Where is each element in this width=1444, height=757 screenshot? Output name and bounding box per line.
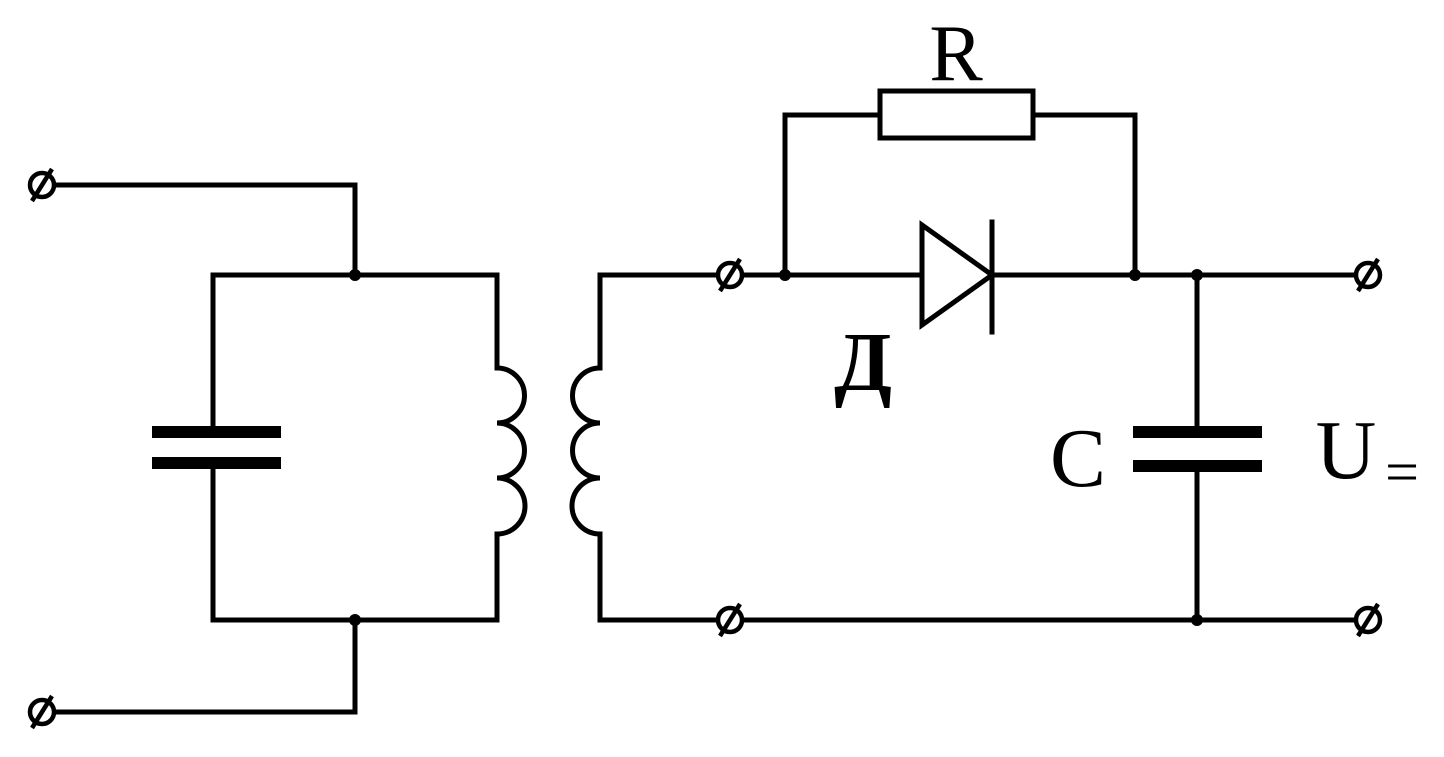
resistor-right-wire	[1030, 112, 1138, 278]
output-voltage-subscript: =	[1385, 439, 1419, 505]
diode	[919, 219, 997, 335]
terminal-rectifier-in-top	[715, 257, 745, 293]
input-lead-bottom	[39, 617, 358, 715]
terminal-rectifier-in-bottom	[715, 602, 745, 638]
junction-dot	[779, 269, 791, 281]
terminal-input-bottom	[27, 694, 57, 730]
diode-label: Д	[834, 316, 892, 409]
input-lead-top	[39, 182, 358, 278]
primary-coil	[494, 365, 528, 537]
smoothing-capacitor	[1133, 426, 1262, 472]
resistor	[877, 88, 1036, 141]
terminal-output-bottom	[1353, 602, 1383, 638]
junction-dot	[349, 614, 361, 626]
resistor-left-wire	[782, 112, 883, 278]
junction-dot	[1191, 269, 1203, 281]
secondary-coil	[569, 365, 603, 537]
diode-triangle	[919, 220, 997, 330]
secondary-bottom-wire	[597, 531, 733, 623]
junction-dot	[1129, 269, 1141, 281]
terminal-input-top	[27, 167, 57, 203]
tank-top-wire	[210, 272, 500, 371]
tank-bottom-wire	[210, 531, 500, 623]
tank-capacitor	[152, 426, 281, 469]
output-voltage-label: U	[1316, 404, 1377, 497]
junction-dot	[1191, 614, 1203, 626]
terminal-output-top	[1353, 257, 1383, 293]
resistor-label: R	[929, 10, 983, 98]
capacitor-label: C	[1050, 412, 1106, 505]
secondary-top-wire	[597, 272, 733, 371]
junction-dot	[349, 269, 361, 281]
